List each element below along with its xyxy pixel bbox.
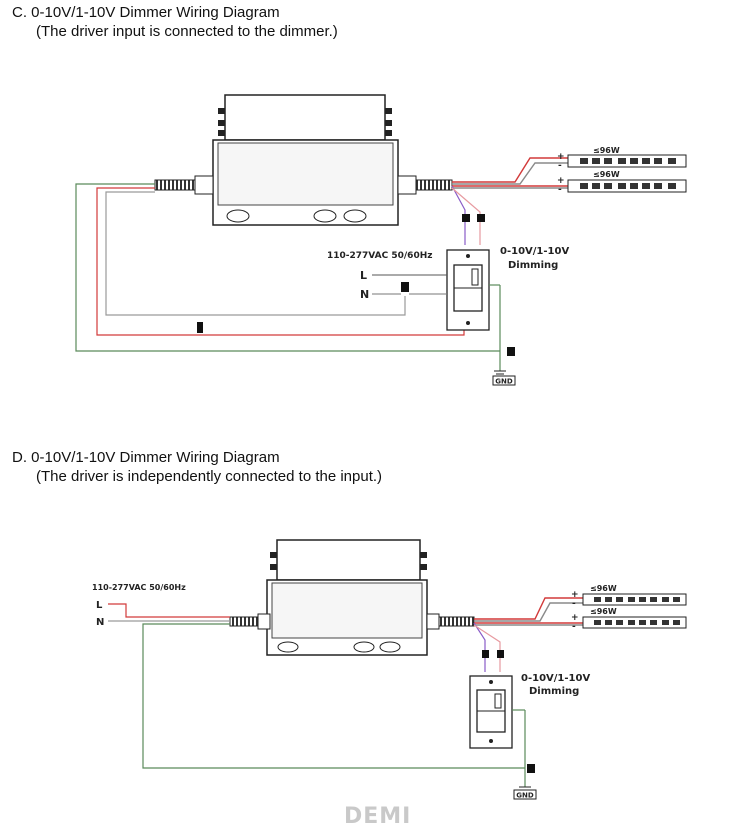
n-label-c: N: [360, 288, 369, 301]
driver-d: [266, 539, 428, 656]
led-strip-c-1: ≤96W + -: [557, 146, 687, 171]
gnd-label-c: GND: [495, 378, 513, 386]
svg-text:-: -: [558, 185, 562, 195]
section-c-diagram: GND 110-277VAC 50/60Hz L N 0-10V/1-10V D…: [75, 94, 687, 386]
dimming-label-c-1: 0-10V/1-10V: [500, 246, 569, 257]
svg-text:-: -: [572, 622, 576, 632]
section-d-title: D. 0-10V/1-10V Dimmer Wiring Diagram: [12, 449, 280, 466]
cable-right-c: [415, 179, 453, 191]
svg-text:≤96W: ≤96W: [593, 146, 620, 155]
svg-text:+: +: [557, 152, 565, 162]
section-c-title: C. 0-10V/1-10V Dimmer Wiring Diagram: [12, 4, 280, 21]
section-d-diagram: GND 110-277VAC 50/60Hz L N 0-10V/1-10V D…: [92, 539, 687, 800]
l-label-c: L: [360, 269, 367, 282]
led-strip-d-1: ≤96W + -: [571, 584, 687, 609]
brand-watermark: DEMI: [344, 804, 412, 829]
svg-text:-: -: [572, 599, 576, 609]
svg-text:≤96W: ≤96W: [593, 170, 620, 179]
svg-text:+: +: [557, 176, 565, 186]
svg-text:≤96W: ≤96W: [590, 607, 617, 616]
l-label-d: L: [96, 600, 103, 611]
svg-text:≤96W: ≤96W: [590, 584, 617, 593]
dimmer-c: [446, 249, 500, 331]
svg-text:-: -: [558, 161, 562, 171]
svg-text:+: +: [571, 590, 579, 600]
section-c-subtitle: (The driver input is connected to the di…: [36, 23, 338, 40]
gnd-label-d: GND: [516, 792, 534, 800]
dimming-label-d-2: Dimming: [529, 686, 579, 697]
led-strip-d-2: ≤96W + -: [571, 607, 687, 632]
input-label-c: 110-277VAC 50/60Hz: [327, 251, 432, 261]
section-d-subtitle: (The driver is independently connected t…: [36, 468, 383, 485]
cable-left-c: [154, 179, 196, 191]
dimming-label-d-1: 0-10V/1-10V: [521, 673, 590, 684]
n-label-d: N: [96, 617, 104, 628]
dimming-label-c-2: Dimming: [508, 260, 558, 271]
svg-text:+: +: [571, 613, 579, 623]
led-strip-c-2: ≤96W + -: [557, 170, 687, 195]
input-label-d: 110-277VAC 50/60Hz: [92, 583, 186, 592]
dimmer-d: [469, 675, 525, 749]
driver-c: [212, 94, 399, 226]
